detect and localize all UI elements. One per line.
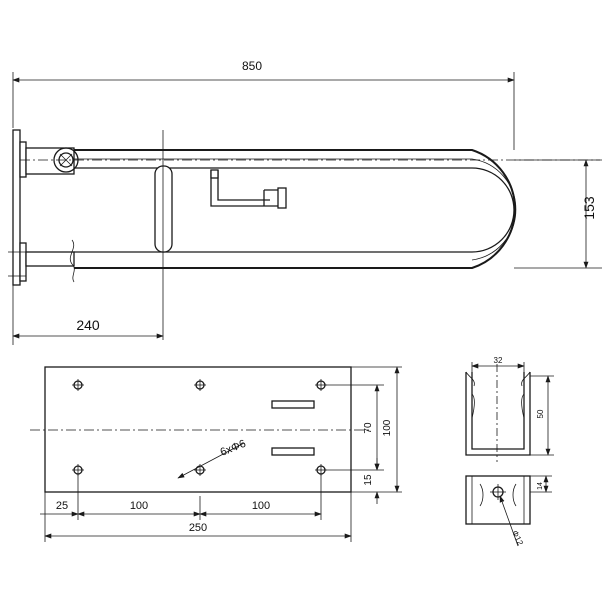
dim-hole-pitch-2: 100 [252, 500, 270, 512]
toilet-roll-holder [210, 170, 278, 207]
dim-bracket-height: 50 [536, 409, 545, 418]
grab-bar-top-view: 850 153 240 [8, 59, 602, 345]
wall-plate-flange [19, 141, 27, 178]
mounting-holes [72, 379, 327, 476]
bracket-front [465, 475, 531, 525]
slot-upper [271, 400, 315, 409]
dim-hole-edge-offset: 15 [363, 474, 374, 486]
mounting-plate [44, 366, 352, 493]
dim-hole-callout: 6xΦ6 [219, 438, 248, 459]
slot-lower [271, 447, 315, 456]
support-leg [25, 251, 75, 267]
dim-height: 153 [581, 196, 597, 220]
dim-plate-height: 100 [382, 419, 393, 436]
tube-outer [74, 149, 516, 269]
dim-hole-pitch-1: 100 [130, 500, 148, 512]
dim-hole-vertical-spacing: 70 [363, 422, 374, 434]
dim-bracket-hole-dia: Φ12 [510, 529, 525, 547]
dim-bracket-hole-offset: 14 [537, 482, 544, 490]
wall-plate-side [12, 129, 21, 286]
dim-bracket-width: 32 [494, 356, 503, 365]
hand-grip [154, 165, 173, 253]
mounting-plate-view: 6xΦ6 70 100 15 25 100 100 250 [30, 366, 402, 542]
tube-inner [74, 167, 515, 253]
dim-plate-width: 250 [189, 522, 207, 534]
wall-plate-flange-lower [19, 242, 27, 282]
dim-support-offset: 240 [76, 317, 100, 333]
dim-plate-edge-offset: 25 [56, 500, 68, 512]
bracket-detail: 32 50 14 Φ12 [465, 356, 554, 547]
dim-overall-length: 850 [242, 59, 262, 73]
bracket-side [465, 372, 531, 456]
hinge-block [25, 147, 75, 175]
